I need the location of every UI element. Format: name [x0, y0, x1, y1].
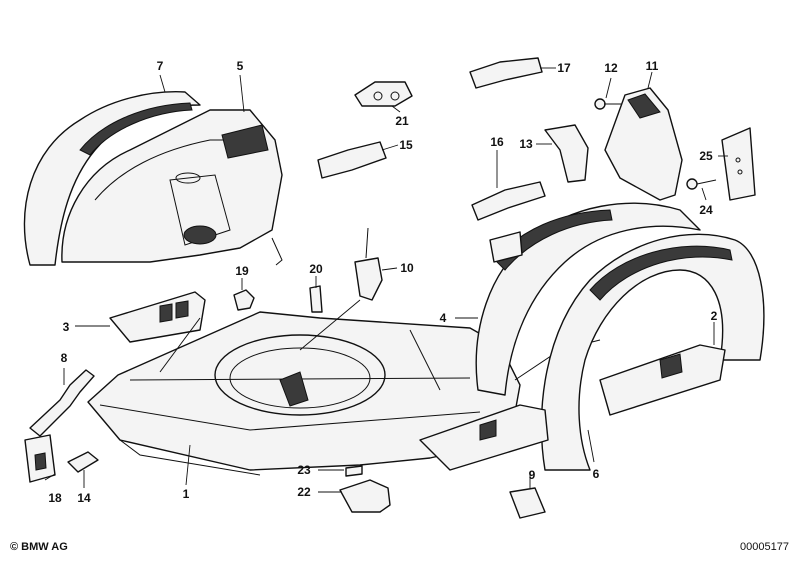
label-19: 19 — [235, 264, 249, 278]
part-25-plate — [721, 127, 756, 201]
label-23: 23 — [297, 463, 311, 477]
part-24-screw — [686, 178, 717, 190]
label-18: 18 — [48, 491, 62, 505]
part-3-side-panel — [109, 291, 206, 343]
part-2-rear-support — [599, 344, 726, 416]
part-12-screw — [594, 98, 622, 110]
part-13-bracket — [544, 124, 589, 183]
label-22: 22 — [297, 485, 311, 499]
part-5-inner-wheel-house-left — [61, 109, 283, 266]
label-21: 21 — [395, 114, 409, 128]
part-15-bracket — [317, 141, 387, 179]
label-20: 20 — [309, 262, 323, 276]
part-1-floor-pan — [87, 311, 521, 476]
part-9-bracket — [509, 487, 546, 519]
label-3: 3 — [63, 320, 70, 334]
part-10-jack-holder — [354, 227, 383, 301]
part-8-tube — [29, 369, 95, 437]
part-20-bracket — [309, 285, 323, 313]
part-19-plug — [233, 289, 255, 311]
part-17-bracket — [469, 57, 543, 89]
label-8: 8 — [61, 351, 68, 365]
part-18-bracket — [24, 434, 56, 483]
label-4: 4 — [440, 311, 447, 325]
part-6-wheel-arch-outer-right — [540, 233, 765, 471]
copyright-notice: © BMW AG — [10, 541, 68, 553]
label-11: 11 — [646, 59, 659, 73]
part-14-clip — [67, 451, 99, 473]
part-11-panel — [604, 87, 683, 201]
part-16-bracket — [471, 181, 546, 221]
part-22-bracket — [339, 479, 391, 513]
label-14: 14 — [77, 491, 91, 505]
part-21-bracket — [354, 81, 413, 107]
rear-floor-section-right — [419, 404, 549, 471]
label-25: 25 — [699, 149, 713, 163]
label-12: 12 — [604, 61, 618, 75]
label-6: 6 — [593, 467, 600, 481]
leader-lines — [44, 67, 728, 493]
part-7-wheel-arch-outer-left — [23, 91, 201, 266]
document-id: 00005177 — [740, 541, 789, 553]
label-7: 7 — [157, 59, 164, 73]
label-24: 24 — [699, 203, 713, 217]
part-4-inner-wheel-house-right — [475, 202, 701, 396]
callout-labels: 1 2 3 4 5 6 7 8 9 10 11 12 13 14 15 16 1… — [48, 59, 717, 505]
label-17: 17 — [557, 61, 571, 75]
label-10: 10 — [400, 261, 414, 275]
label-15: 15 — [399, 138, 413, 152]
part-23-nut — [345, 465, 363, 477]
label-13: 13 — [519, 137, 533, 151]
label-2: 2 — [711, 309, 718, 323]
label-5: 5 — [237, 59, 244, 73]
label-1: 1 — [183, 487, 190, 501]
label-9: 9 — [529, 468, 536, 482]
label-16: 16 — [490, 135, 504, 149]
